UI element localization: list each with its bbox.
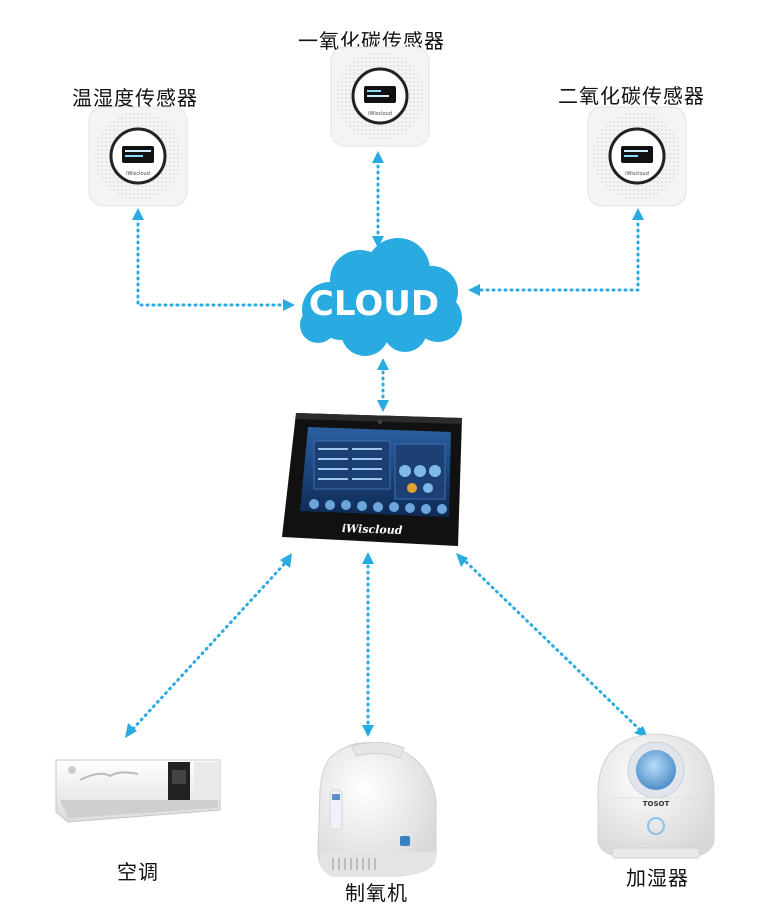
connector-co2 xyxy=(476,216,640,292)
co2-sensor-device: iWiscloud xyxy=(587,106,687,207)
connector-temp-humidity xyxy=(136,216,287,307)
arrowhead xyxy=(125,723,137,738)
arrowhead xyxy=(132,208,144,220)
tablet-device: iWiscloud xyxy=(282,413,462,546)
arrowhead xyxy=(377,358,389,370)
svg-text:iWiscloud: iWiscloud xyxy=(126,171,150,177)
oxygen-generator-device xyxy=(317,742,437,877)
arrowhead xyxy=(468,284,480,296)
arrowhead xyxy=(377,400,389,412)
arrowhead xyxy=(280,553,292,568)
temp-humidity-sensor-device: iWiscloud xyxy=(88,106,188,207)
arrowhead xyxy=(283,299,295,311)
cloud-shape xyxy=(300,238,462,356)
arrowhead xyxy=(372,151,384,163)
humidifier-brand-label: TOSOT xyxy=(643,800,670,808)
tablet-brand-label: iWiscloud xyxy=(342,522,403,537)
arrowhead xyxy=(456,553,468,567)
arrowhead xyxy=(362,725,374,737)
air-conditioner-device xyxy=(55,759,221,823)
arrowhead xyxy=(362,552,374,564)
temp-humidity-sensor-label: 温湿度传感器 xyxy=(72,86,198,110)
connector-air-conditioner xyxy=(130,558,290,732)
co2-sensor-label: 二氧化碳传感器 xyxy=(558,84,705,108)
humidifier-device: TOSOT xyxy=(597,733,715,859)
air-conditioner-label: 空调 xyxy=(117,860,159,884)
humidifier-label: 加湿器 xyxy=(626,866,689,890)
co-sensor-device: iWiscloud xyxy=(330,46,430,147)
connector-humidifier xyxy=(460,556,642,732)
arrowhead xyxy=(372,236,384,248)
arrowhead xyxy=(632,208,644,220)
svg-text:iWiscloud: iWiscloud xyxy=(625,171,649,177)
oxygen-generator-label: 制氧机 xyxy=(345,881,408,905)
cloud-label: CLOUD xyxy=(309,284,439,324)
svg-text:iWiscloud: iWiscloud xyxy=(368,111,392,117)
connectors xyxy=(130,158,642,732)
